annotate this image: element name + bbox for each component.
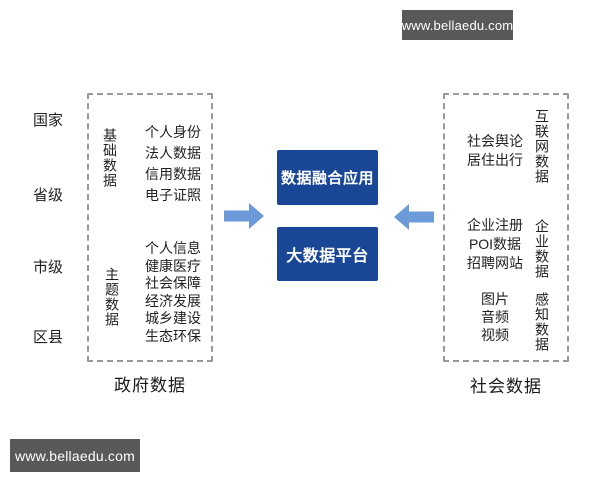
- level-label-national: 国家: [33, 112, 64, 129]
- list-item: 法人数据: [145, 145, 201, 161]
- list-item: 健康医疗: [145, 257, 201, 274]
- group-label-theme-data: 主题数据: [104, 267, 120, 327]
- group-label-perception-data: 感知数据: [534, 292, 550, 352]
- list-item: 个人信息: [145, 240, 201, 256]
- list-item: POI数据: [468, 236, 522, 252]
- list-item: 生态环保: [145, 327, 201, 344]
- list-item: 个人身份: [145, 124, 201, 140]
- list-item: 企业注册: [467, 217, 523, 233]
- theme-data-items: 个人信息 健康医疗 社会保障 经济发展 城乡建设 生态环保: [145, 240, 201, 345]
- enterprise-data-items: 企业注册 POI数据 招聘网站: [455, 216, 535, 273]
- social-box-caption: 社会数据: [470, 377, 542, 396]
- list-item: 音频: [481, 309, 509, 325]
- level-label-provincial: 省级: [33, 187, 64, 204]
- data-fusion-application-box: 数据融合应用: [277, 150, 378, 205]
- watermark-top-right: www.bellaedu.com: [402, 10, 513, 40]
- watermark-bottom-left: www.bellaedu.com: [10, 439, 140, 472]
- list-item: 居住出行: [467, 152, 523, 168]
- list-item: 社会舆论: [467, 133, 523, 149]
- group-label-enterprise-data: 企业数据: [534, 219, 550, 279]
- list-item: 信用数据: [145, 166, 201, 182]
- arrow-left-icon: [394, 204, 434, 230]
- level-label-municipal: 市级: [33, 259, 64, 276]
- list-item: 社会保障: [145, 275, 201, 291]
- social-data-box: 社会舆论 居住出行 互联网数据 企业注册 POI数据 招聘网站 企业数据 图片 …: [443, 93, 569, 362]
- list-item: 城乡建设: [145, 310, 201, 326]
- list-item: 电子证照: [145, 187, 201, 203]
- level-label-county: 区县: [33, 329, 64, 346]
- government-data-box: 基础数据 个人身份 法人数据 信用数据 电子证照 主题数据 个人信息 健康医疗 …: [87, 93, 213, 362]
- group-label-basic-data: 基础数据: [102, 128, 118, 188]
- perception-data-items: 图片 音频 视频: [455, 290, 535, 344]
- internet-data-items: 社会舆论 居住出行: [455, 132, 535, 170]
- gov-box-caption: 政府数据: [114, 376, 186, 395]
- basic-data-items: 个人身份 法人数据 信用数据 电子证照: [145, 122, 201, 206]
- arrow-right-icon: [224, 203, 264, 229]
- group-label-internet-data: 互联网数据: [534, 109, 550, 184]
- list-item: 经济发展: [145, 292, 201, 309]
- list-item: 视频: [481, 327, 509, 343]
- big-data-platform-box: 大数据平台: [277, 227, 378, 281]
- list-item: 招聘网站: [467, 255, 523, 271]
- list-item: 图片: [481, 291, 509, 307]
